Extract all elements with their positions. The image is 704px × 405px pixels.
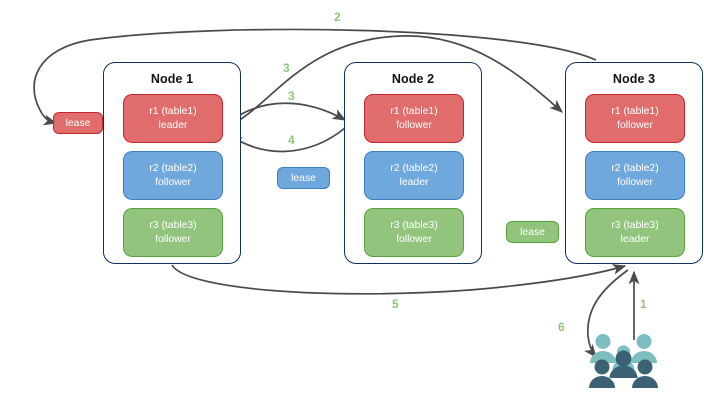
step-label-4: 4 [288,133,295,147]
replica-name: r3 (table3) [149,220,197,232]
replica-name: r2 (table2) [611,163,659,175]
replica-role: leader [620,233,650,245]
replica-node1-r2[interactable]: r2 (table2) follower [123,151,223,200]
replica-role: leader [399,176,429,188]
lease-chip-green[interactable]: lease [506,221,559,243]
node-title-1: Node 1 [150,72,194,86]
replica-name: r2 (table2) [149,163,197,175]
replica-name: r3 (table3) [611,220,659,232]
replica-role: follower [617,176,653,188]
replica-node3-r1[interactable]: r1 (table1) follower [585,94,685,143]
users-front-row [589,350,658,388]
step-label-3b: 3 [288,89,295,103]
node-box-1[interactable]: Node 1 r1 (table1) leader r2 (table2) fo… [103,62,241,264]
replica-node2-r2[interactable]: r2 (table2) leader [364,151,464,200]
step-label-3a: 3 [283,61,290,75]
step-label-5: 5 [392,297,399,311]
lease-chip-red[interactable]: lease [53,112,103,134]
node-box-3[interactable]: Node 3 r1 (table1) follower r2 (table2) … [565,62,703,264]
replica-role: follower [155,233,191,245]
lease-chip-blue[interactable]: lease [277,167,330,189]
node-box-2[interactable]: Node 2 r1 (table1) follower r2 (table2) … [344,62,482,264]
replica-name: r1 (table1) [390,106,438,118]
replica-role: follower [396,119,432,131]
edge-3-to-node2 [225,102,347,125]
replica-role: follower [396,233,432,245]
replica-name: r1 (table1) [611,106,659,118]
replica-name: r2 (table2) [390,163,438,175]
replica-name: r3 (table3) [390,220,438,232]
replica-node2-r1[interactable]: r1 (table1) follower [364,94,464,143]
replica-role: follower [617,119,653,131]
node-title-2: Node 2 [391,72,435,86]
users-icon [588,332,662,390]
step-label-6: 6 [558,320,565,334]
replica-role: follower [155,176,191,188]
node-title-3: Node 3 [612,72,656,86]
replica-name: r1 (table1) [149,106,197,118]
replica-role: leader [158,119,188,131]
replica-node1-r3[interactable]: r3 (table3) follower [123,208,223,257]
replica-node1-r1[interactable]: r1 (table1) leader [123,94,223,143]
replica-node3-r3[interactable]: r3 (table3) leader [585,208,685,257]
replica-node3-r2[interactable]: r2 (table2) follower [585,151,685,200]
step-label-1: 1 [640,297,647,311]
step-label-2: 2 [334,10,341,24]
edge-5 [171,264,627,295]
replica-node2-r3[interactable]: r3 (table3) follower [364,208,464,257]
